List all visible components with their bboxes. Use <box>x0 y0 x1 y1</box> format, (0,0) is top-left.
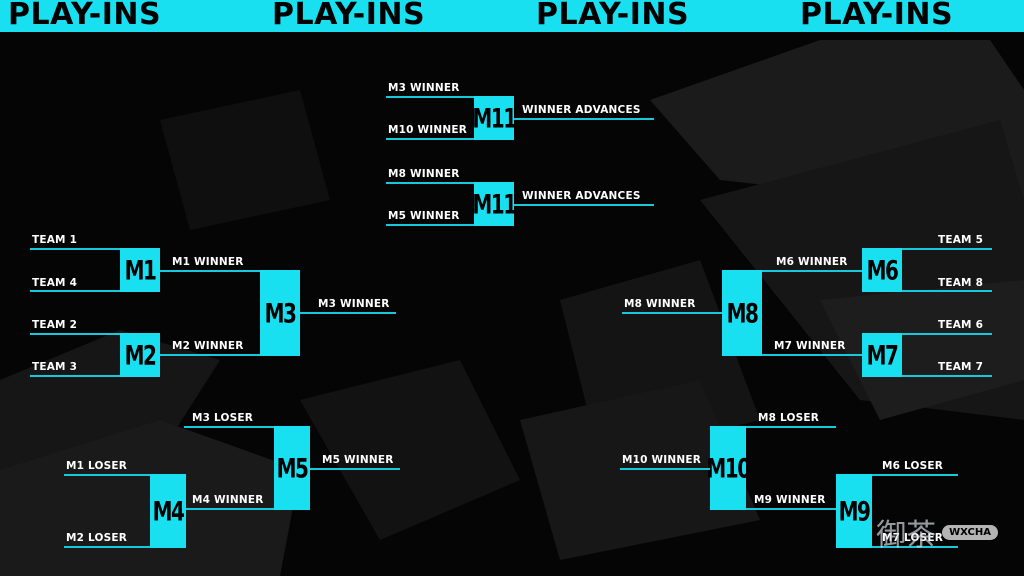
bracket-line <box>514 204 654 206</box>
label-m1-loser: M1 LOSER <box>66 460 128 472</box>
label-team-7: TEAM 7 <box>938 361 984 373</box>
play-ins-banner: PLAY-INS PLAY-INS PLAY-INS PLAY-INS <box>0 0 1024 32</box>
label-m8-winner: M8 WINNER <box>388 168 460 180</box>
bracket-line <box>184 426 274 428</box>
bracket-line <box>30 333 120 335</box>
label-m2-winner: M2 WINNER <box>172 340 244 352</box>
label-winner-advances: WINNER ADVANCES <box>522 104 641 116</box>
label-team-2: TEAM 2 <box>32 319 78 331</box>
match-box-m3: M3 <box>260 270 300 356</box>
label-winner-advances: WINNER ADVANCES <box>522 190 641 202</box>
bracket-line <box>160 354 260 356</box>
label-m7-loser: M7 LOSER <box>882 532 944 544</box>
match-box-m4: M4 <box>150 474 186 548</box>
label-team-5: TEAM 5 <box>938 234 984 246</box>
bracket-line <box>622 312 722 314</box>
label-m3-loser: M3 LOSER <box>192 412 254 424</box>
label-m9-winner: M9 WINNER <box>754 494 826 506</box>
label-team-8: TEAM 8 <box>938 277 984 289</box>
label-m8-loser: M8 LOSER <box>758 412 820 424</box>
label-m10-winner: M10 WINNER <box>622 454 702 466</box>
match-box-m5: M5 <box>274 426 310 510</box>
label-team-1: TEAM 1 <box>32 234 78 246</box>
match-box-m11-top: M11 <box>472 96 517 140</box>
banner-title: PLAY-INS <box>800 0 954 32</box>
label-m3-winner: M3 WINNER <box>388 82 460 94</box>
watermark-badge: WXCHA <box>942 524 998 540</box>
match-box-m8: M8 <box>722 270 762 356</box>
label-m4-winner: M4 WINNER <box>192 494 264 506</box>
bracket-line <box>746 508 836 510</box>
match-box-m10: M10 <box>706 426 751 510</box>
bracket-line <box>386 96 474 98</box>
label-m8-winner: M8 WINNER <box>624 298 696 310</box>
label-m5-winner: M5 WINNER <box>388 210 460 222</box>
watermark: 御茶 WXCHA <box>876 510 998 554</box>
label-m7-winner: M7 WINNER <box>774 340 846 352</box>
bracket-line <box>310 468 400 470</box>
bracket-line <box>30 248 120 250</box>
banner-title: PLAY-INS <box>272 0 426 32</box>
match-box-m6: M6 <box>862 248 902 292</box>
bracket-line <box>872 474 958 476</box>
bracket-line <box>514 118 654 120</box>
bracket-line <box>902 333 992 335</box>
match-box-m2: M2 <box>120 333 160 377</box>
bracket-line <box>902 248 992 250</box>
bracket-line <box>184 508 274 510</box>
label-team-6: TEAM 6 <box>938 319 984 331</box>
label-m1-winner: M1 WINNER <box>172 256 244 268</box>
label-m6-winner: M6 WINNER <box>776 256 848 268</box>
label-m10-winner: M10 WINNER <box>388 124 468 136</box>
label-m3-winner: M3 WINNER <box>318 298 390 310</box>
bracket-line <box>64 474 150 476</box>
bracket-line <box>386 224 474 226</box>
watermark-logo: 御茶 <box>876 518 937 553</box>
match-box-m1: M1 <box>120 248 160 292</box>
banner-title: PLAY-INS <box>536 0 690 32</box>
bracket-line <box>386 182 474 184</box>
bracket-line <box>902 375 992 377</box>
match-box-m7: M7 <box>862 333 902 377</box>
bracket-line <box>746 426 836 428</box>
banner-title: PLAY-INS <box>8 0 162 32</box>
bracket-line <box>620 468 710 470</box>
bracket-line <box>762 270 862 272</box>
bracket-line <box>300 312 396 314</box>
bracket-line <box>160 270 260 272</box>
label-m5-winner: M5 WINNER <box>322 454 394 466</box>
bracket-line <box>386 138 474 140</box>
bracket-line <box>872 546 958 548</box>
bracket-line <box>30 290 120 292</box>
label-team-3: TEAM 3 <box>32 361 78 373</box>
match-box-m11-bottom: M11 <box>472 182 517 226</box>
label-team-4: TEAM 4 <box>32 277 78 289</box>
bracket-line <box>762 354 862 356</box>
match-box-m9: M9 <box>836 474 872 548</box>
label-m6-loser: M6 LOSER <box>882 460 944 472</box>
bracket-line <box>64 546 150 548</box>
label-m2-loser: M2 LOSER <box>66 532 128 544</box>
bracket-line <box>30 375 120 377</box>
bracket-line <box>902 290 992 292</box>
